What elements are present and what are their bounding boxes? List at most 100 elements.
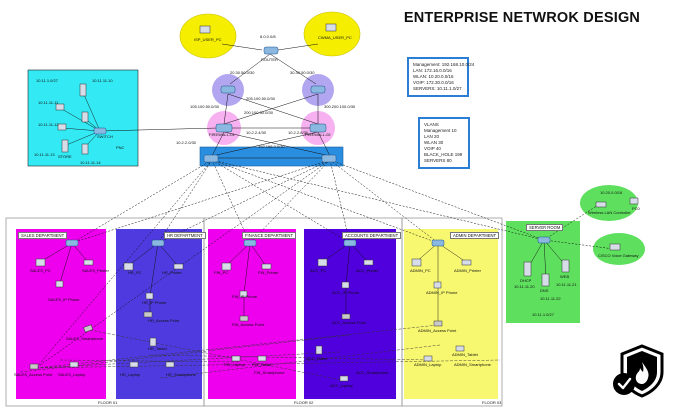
server-farm-server: STORE: [58, 154, 72, 159]
vlan-info-line: VLANS: [424, 122, 439, 127]
subnet-info-line: VOIP: 172.30.0.0/16: [413, 80, 454, 85]
subnet-info-box: Management: 192.168.10.0/24 LAN: 172.16.…: [407, 57, 475, 97]
server-ip-3: 10.11.1.0/27: [532, 312, 554, 317]
subnet-info-line: LAN: 172.16.0.0/16: [413, 68, 452, 73]
isp-router-label: ROUTER: [261, 57, 278, 62]
vlan-info-line: WLAN 30: [424, 140, 444, 145]
firewall-1-label: FIREWALL-01: [209, 132, 235, 137]
wlc-label: Wireless LAN Controller: [588, 210, 631, 215]
wan-label-2: 20.30.50.0/30: [230, 70, 255, 75]
switch-icons: [65, 46, 551, 247]
server-farm-switch: SWITCH: [97, 134, 113, 139]
wlc-pc: PC0: [632, 206, 640, 211]
link-label-8: 192.168.0.0/30: [258, 144, 285, 149]
accounts-tablet-label: ACC_Tablet: [306, 356, 328, 361]
finance-pc-label: FIN_PC: [214, 270, 229, 275]
floor-3-label: FLOOR 03: [482, 400, 502, 405]
sales-smartphone-label: SALES_Smartphone: [66, 336, 103, 341]
isp-user-cloud: [179, 13, 237, 59]
shield-flame-logo: [613, 344, 664, 398]
server-farm-ip-5: 10.11.11.14: [80, 160, 101, 165]
accounts-printer-label: ACC_Printer: [356, 268, 379, 273]
cwma-user-label: CWMA_USER_PC: [318, 35, 352, 40]
accounts-phone-label: ACC_IP Phone: [332, 290, 360, 295]
admin-printer-label: ADMIN_Printer: [454, 268, 481, 273]
subnet-info-line: Management: 192.168.10.0/24: [413, 62, 475, 67]
link-label-6: 10.2.2.8/30: [288, 130, 309, 135]
device-icons: [35, 23, 639, 382]
vlan-info-line: Management 10: [424, 128, 457, 133]
finance-laptop-label: FIN_Laptop: [224, 362, 245, 367]
sales-laptop-label: SALES_Laptop: [58, 372, 86, 377]
floor-2-label: FLOOR 02: [294, 400, 314, 405]
admin-dept-area: [404, 229, 498, 399]
hr-printer-label: HR_Printer: [162, 270, 182, 275]
vlan-info-line: SERVERS 80: [424, 158, 452, 163]
server-ip-2: 10.11.11.21: [556, 282, 577, 287]
server-ip-1: 10.11.11.22: [540, 296, 561, 301]
sales-ap-label: SALES_Access Point: [14, 372, 53, 377]
hr-dept-label: HR DEPARTMENT: [164, 232, 206, 239]
finance-printer-label: FIN_Printer: [258, 270, 279, 275]
admin-smartphone-label: ADMIN_Smartphone: [454, 362, 491, 367]
accounts-dept-label: ACCOUNTS DEPARTMENT: [342, 232, 402, 239]
admin-tablet-label: ADMIN_Tablet: [452, 352, 478, 357]
admin-phone-label: ADMIN_IP Phone: [426, 290, 458, 295]
server-farm-ip-3: 10.11.11.12: [38, 122, 59, 127]
server-ip-0: 10.11.11.20: [514, 284, 535, 289]
link-label-7: 10.2.2.0/30: [176, 140, 197, 145]
admin-laptop-label: ADMIN_Laptop: [414, 362, 442, 367]
hr-phone-label: HR_IP Phone: [142, 300, 167, 305]
admin-ap-label: ADMIN_Access Point: [418, 328, 457, 333]
finance-phone-label: FIN_IP Phone: [232, 294, 258, 299]
link-label-1: 105.100.50.0/30: [190, 104, 219, 109]
finance-ap-label: FIN_Access Point: [232, 322, 264, 327]
server-farm-ip-0: 10.11.1.0/27: [36, 78, 58, 83]
vlan-info-line: LAN 20: [424, 134, 440, 139]
link-label-3: 200.100.50.0/30: [244, 110, 273, 115]
wlc-ellipse: [580, 185, 638, 221]
server-dhcp-label: DHCP: [520, 278, 532, 283]
accounts-smartphone-label: ACC_Smartphone: [356, 370, 389, 375]
hr-ap-label: HR_Access Point: [148, 318, 180, 323]
diagram-title: ENTERPRISE NETWROK DESIGN: [403, 10, 641, 26]
link-label-2: 205.100.50.0/30: [246, 96, 275, 101]
accounts-pc-label: ACC_PC: [310, 268, 327, 273]
hr-tablet-label: HR_Tablet: [148, 346, 167, 351]
subnet-info-line: SERVERS: 10.11.1.0/27: [413, 86, 462, 91]
accounts-ap-label: ACC_Access Point: [332, 320, 366, 325]
vlan-info-box: VLANS Management 10 LAN 20 WLAN 30 VOIP …: [418, 117, 470, 169]
server-dns-label: DNS: [540, 288, 549, 293]
finance-tablet-label: FIN_Tablet: [252, 362, 272, 367]
server-room-label: SERVER ROOM: [526, 224, 564, 231]
wan-label-1: 8.0.0.0/8: [260, 34, 276, 39]
floor-1-label: FLOOR 01: [98, 400, 118, 405]
hr-pc-label: HR_PC: [128, 270, 142, 275]
core-switch-bar: [199, 146, 344, 167]
link-label-4: 300.200.100.0/30: [324, 104, 356, 109]
core-to-dept-links: [35, 159, 615, 369]
subnet-info-line: WLAN: 10.20.0.0/16: [413, 74, 454, 79]
access-point-icons: [29, 311, 443, 370]
server-farm-label: PNC: [116, 145, 125, 150]
wlc-ip: 10.20.0.0/16: [600, 190, 623, 195]
top-links: [99, 43, 331, 159]
sales-phone-label: SALES_IP Phone: [48, 297, 80, 302]
sales-pc-label: SALES_PC: [30, 268, 51, 273]
hr-smartphone-label: HR_Smartphone: [166, 372, 196, 377]
hr-dept-area: [116, 229, 202, 399]
finance-dept-label: FINANCE DEPARTMENT: [242, 232, 297, 239]
hr-laptop-label: HR_Laptop: [120, 372, 141, 377]
cwma-user-cloud: [303, 11, 361, 57]
accounts-laptop-label: ACC_Laptop: [330, 383, 353, 388]
server-farm-ip-4: 10.11.11.13: [34, 152, 55, 157]
wan-label-3: 30.30.50.0/30: [290, 70, 315, 75]
server-farm-ip-2: 10.11.11.11: [38, 100, 59, 105]
firewall-2-label: FIREWALL-02: [305, 132, 331, 137]
vlan-info-line: BLACK_HOLE 199: [424, 152, 463, 157]
vlan-info-line: VOIP 40: [424, 146, 441, 151]
sales-printer-label: SALES_Printer: [82, 268, 109, 273]
admin-dept-label: ADMIN DEPARTMENT: [450, 232, 500, 239]
sales-dept-label: SALES DEPARTMENT: [18, 232, 68, 239]
